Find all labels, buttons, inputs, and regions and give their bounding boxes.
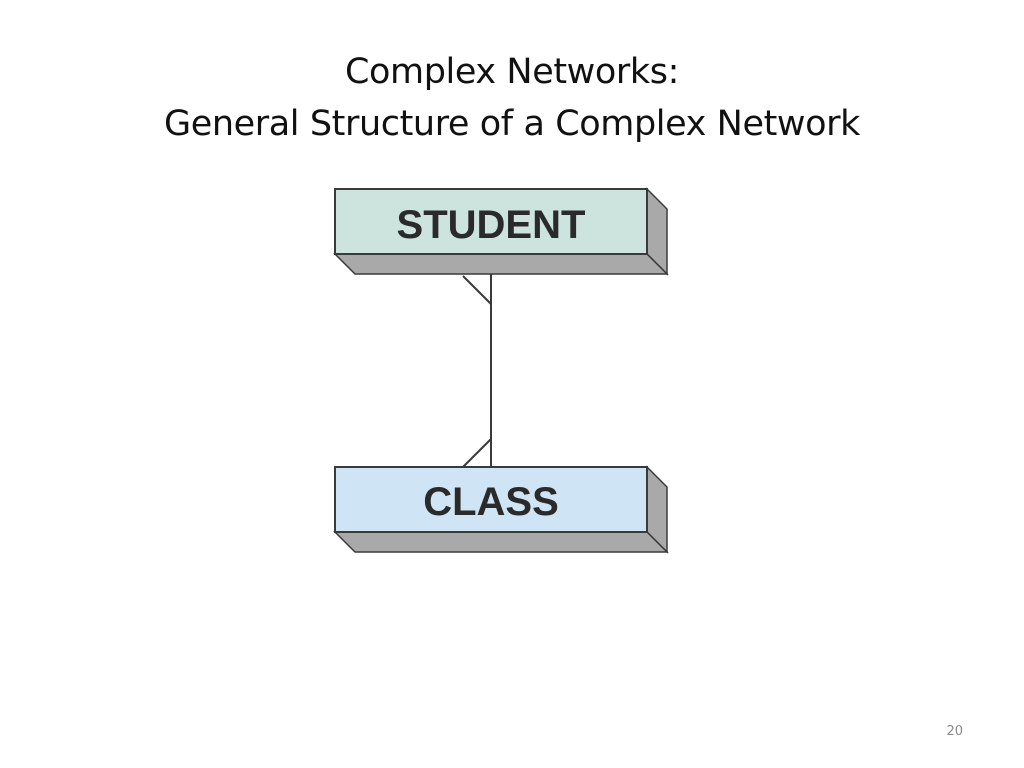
relationship-connector [462,252,492,468]
entity-class-face [334,466,648,533]
entity-student-face [334,188,648,255]
entity-class-label: CLASS [423,480,559,524]
entity-student: STUDENT [333,187,669,276]
title-line-2: General Structure of a Complex Network [163,104,860,144]
page-number: 20 [946,724,963,739]
crows-foot-student [462,275,492,305]
entity-class: CLASS [333,465,669,554]
title-line-1: Complex Networks: [344,52,679,92]
entity-student-label: STUDENT [397,203,586,247]
entity-class-bottom [333,531,669,553]
crows-foot-class [462,438,492,468]
page-title: Complex Networks: General Structure of a… [0,46,1024,150]
entity-student-bottom [333,253,669,275]
